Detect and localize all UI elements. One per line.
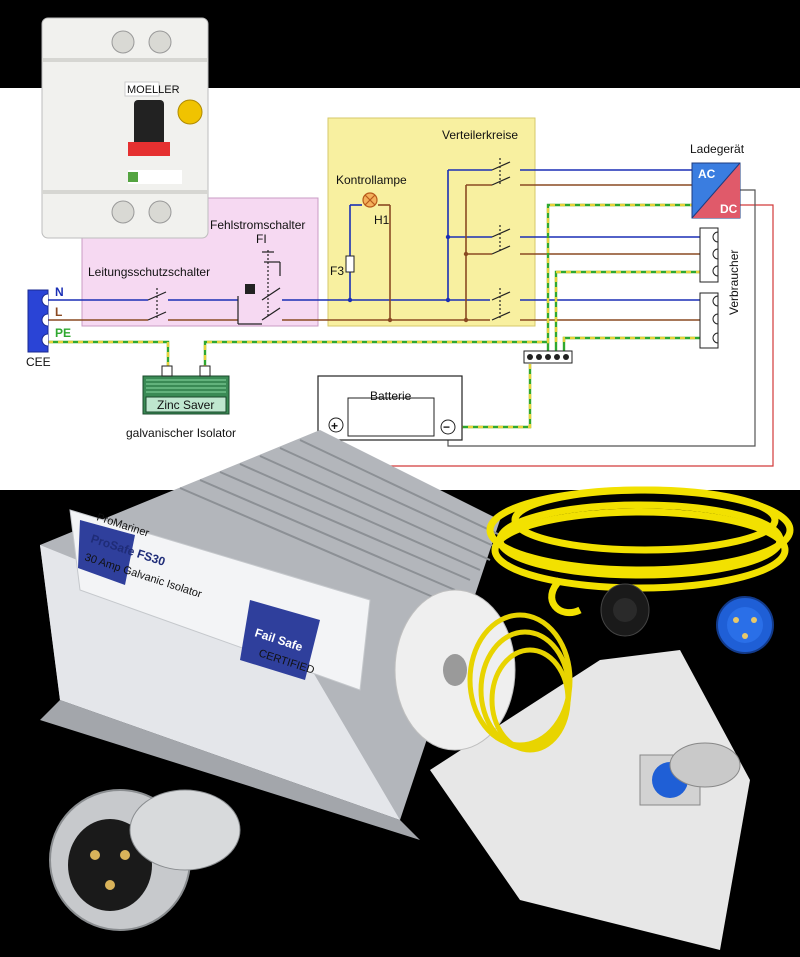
distribution-label: Verteilerkreise bbox=[442, 128, 518, 142]
fi-trip-coil bbox=[245, 284, 255, 294]
earth-wires bbox=[48, 203, 700, 429]
distribution-zone bbox=[327, 117, 536, 327]
live-label: L bbox=[55, 305, 62, 319]
battery-plus-terminal bbox=[328, 417, 344, 433]
shore-power-cable-photo bbox=[486, 486, 794, 617]
battery-minus-label: − bbox=[443, 420, 450, 434]
galvanic-isolator-label: galvanischer Isolator bbox=[126, 426, 236, 440]
charger-ac-label: AC bbox=[698, 167, 716, 181]
battery-minus-terminal bbox=[440, 419, 456, 435]
fuse-f3-icon bbox=[345, 255, 355, 273]
zinc-saver-label: Zinc Saver bbox=[157, 398, 214, 412]
cable-reel-photo bbox=[394, 589, 750, 950]
battery-inner bbox=[347, 397, 435, 437]
fi-switch-label: Fehlstromschalter bbox=[210, 218, 305, 232]
dc-negative-wire bbox=[447, 189, 756, 447]
live-wires bbox=[48, 184, 700, 321]
junction-dots-live bbox=[387, 251, 469, 323]
line-breaker-label: Leitungsschutzschalter bbox=[88, 265, 210, 279]
consumer-label: Verbraucher bbox=[727, 250, 741, 315]
neutral-label: N bbox=[55, 285, 64, 299]
h1-label: H1 bbox=[374, 213, 390, 227]
line-breaker-symbol bbox=[147, 288, 167, 321]
consumer-socket-lower bbox=[699, 292, 719, 349]
earth-terminal-block bbox=[523, 350, 573, 364]
earth-label: PE bbox=[55, 326, 71, 340]
galvanic-isolator-photo bbox=[40, 430, 501, 840]
breaker-brand-text: MOELLER bbox=[127, 84, 180, 96]
consumer-socket-upper bbox=[699, 227, 719, 283]
cee-label: CEE bbox=[26, 355, 51, 369]
blue-cee-plug bbox=[716, 596, 774, 654]
fi-switch-symbol bbox=[237, 250, 281, 325]
battery-plus-label: + bbox=[331, 419, 338, 433]
zinc-saver-device bbox=[142, 365, 230, 415]
black-cable-connector bbox=[600, 583, 650, 637]
distribution-switches bbox=[491, 158, 511, 321]
cee-inlet bbox=[27, 289, 49, 353]
rcbo-breaker-photo bbox=[41, 17, 209, 239]
fi-label: FI bbox=[256, 232, 267, 246]
f3-label: F3 bbox=[330, 264, 344, 278]
battery-label: Batterie bbox=[370, 389, 412, 403]
junction-dots bbox=[347, 234, 451, 303]
stainless-shore-socket-photo bbox=[49, 789, 241, 931]
control-lamp-label: Kontrollampe bbox=[336, 173, 407, 187]
charger-dc-label: DC bbox=[720, 202, 738, 216]
charger-label: Ladegerät bbox=[690, 142, 745, 156]
